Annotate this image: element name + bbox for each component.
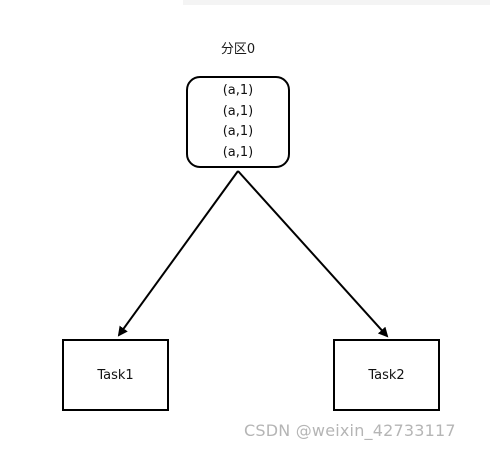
partition-record: (a,1) [222, 124, 254, 139]
partition-box: (a,1) (a,1) (a,1) (a,1) [186, 76, 290, 168]
task1-box: Task1 [62, 339, 169, 411]
watermark: CSDN @weixin_42733117 [244, 421, 456, 440]
top-border-strip [183, 0, 490, 5]
partition-record: (a,1) [222, 103, 254, 119]
task2-label: Task2 [368, 367, 405, 383]
arrow-to-task2 [237, 170, 389, 338]
partition-record: (a,1) [222, 83, 254, 98]
task1-label: Task1 [97, 367, 134, 383]
arrow-to-task1 [117, 170, 239, 337]
task2-box: Task2 [333, 339, 440, 411]
partition-label: 分区0 [220, 42, 256, 57]
partition-record: (a,1) [222, 144, 254, 160]
